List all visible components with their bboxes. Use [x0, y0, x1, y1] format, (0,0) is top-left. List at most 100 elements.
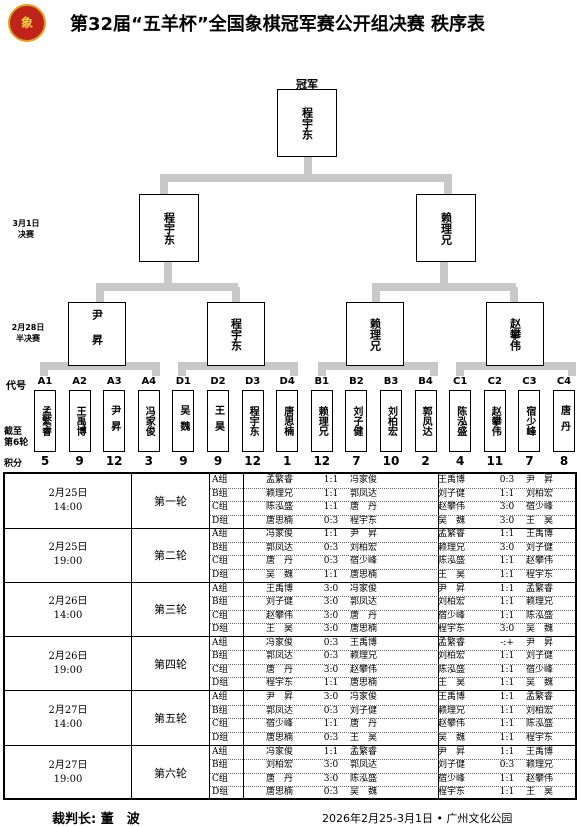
referee: 裁判长: 董 波 — [52, 812, 140, 827]
group-label: A组 — [212, 475, 228, 485]
player-right: 唐 丹 — [350, 610, 378, 621]
player-name-box: 程宇东 — [241, 390, 264, 452]
bracket-connector — [318, 366, 326, 376]
player-left: 刘柏宏 — [438, 597, 466, 608]
row-divider — [210, 650, 575, 652]
match-result: 1:1 — [499, 787, 515, 797]
player-name-box: 宿少峰 — [518, 390, 541, 452]
player-name-box: 陈泓盛 — [449, 390, 472, 452]
player-left: 赖理兄 — [438, 542, 466, 553]
bracket-connector — [430, 366, 438, 376]
match-result: 1:1 — [323, 502, 339, 512]
player-left: 刘子健 — [438, 760, 466, 770]
match-result: 1:1 — [499, 719, 515, 730]
player-code: D2 — [210, 376, 226, 387]
player-right: 郭凤达 — [350, 488, 378, 499]
player-right: 刘子健 — [350, 705, 378, 716]
row-divider — [210, 596, 575, 598]
match-result: 3:0 — [323, 760, 339, 770]
player-right: 唐思楠 — [350, 569, 378, 580]
bracket-connector — [40, 366, 48, 376]
round-name: 第五轮 — [132, 691, 210, 745]
row-divider — [210, 555, 575, 557]
player-left: 宿少峰 — [438, 610, 466, 621]
player-right: 冯家俊 — [350, 475, 378, 485]
player-left: 程宇东 — [438, 787, 466, 797]
bracket-connector — [568, 366, 576, 376]
player-code: A2 — [72, 376, 87, 387]
player-score: 2 — [421, 454, 430, 468]
match-result: 1:1 — [323, 719, 339, 730]
player-name-box: 唐思楠 — [276, 390, 299, 452]
player-right: 王禹博 — [350, 637, 378, 648]
bracket-connector — [160, 174, 452, 182]
player-right: 赖理兄 — [526, 597, 554, 608]
bracket-connector — [160, 180, 168, 196]
column-divider — [438, 691, 439, 745]
semifinalist-box: 程宇东 — [207, 302, 265, 366]
player-left: 吴 魏 — [438, 515, 466, 526]
match-result: 3:0 — [323, 610, 339, 621]
match-result: 1:1 — [323, 475, 339, 485]
player-name: 王昊 — [212, 405, 224, 437]
group-label: A组 — [212, 583, 228, 594]
round-name: 第四轮 — [132, 636, 210, 691]
player-left: 孟繁睿 — [266, 475, 294, 485]
round-time: 14:00 — [53, 501, 83, 513]
player-code: C4 — [556, 376, 572, 387]
match-result: 1:1 — [499, 746, 515, 757]
player-code: C3 — [522, 376, 537, 387]
player-left: 赵攀伟 — [438, 502, 466, 512]
semifinalist-name: 尹昇 — [90, 309, 104, 359]
match-result: 1:1 — [499, 583, 515, 594]
row-divider — [210, 609, 575, 611]
column-divider — [243, 528, 244, 582]
player-right: 赖理兄 — [350, 651, 378, 662]
bracket-connector — [304, 154, 312, 176]
player-left: 陈泓盛 — [266, 502, 294, 512]
match-result: 3:0 — [499, 515, 515, 526]
group-label: D组 — [212, 732, 229, 743]
match-result: 0:3 — [323, 637, 339, 648]
finalist-box: 程宇东 — [139, 194, 199, 262]
player-right: 唐思楠 — [350, 678, 378, 689]
player-name: 刘柏宏 — [385, 406, 397, 436]
player-score: 8 — [559, 454, 569, 468]
player-right: 郭凤达 — [350, 760, 378, 770]
match-result: 1:1 — [499, 556, 515, 567]
player-score: 10 — [382, 454, 400, 468]
player-left: 唐思楠 — [266, 732, 294, 743]
row-divider — [210, 772, 575, 774]
row-divider — [210, 541, 575, 543]
player-code: D1 — [175, 376, 192, 387]
match-result: 3:0 — [499, 624, 515, 635]
player-left: 赖理兄 — [266, 488, 294, 499]
group-label: B组 — [212, 760, 228, 770]
round-date: 2月27日 — [48, 704, 88, 716]
match-result: 0:3 — [323, 556, 339, 567]
match-result: 0:3 — [323, 515, 339, 526]
group-label: D组 — [212, 787, 229, 797]
match-result: 1:1 — [323, 678, 339, 689]
group-label: A组 — [212, 746, 228, 757]
player-left: 尹 昇 — [266, 692, 294, 703]
player-left: 赵攀伟 — [438, 719, 466, 730]
player-score: 4 — [456, 454, 465, 468]
player-right: 唐思楠 — [350, 624, 378, 635]
group-label: C组 — [212, 664, 228, 675]
player-right: 冯家俊 — [350, 692, 378, 703]
column-divider — [438, 474, 439, 528]
player-right: 王 昊 — [526, 787, 554, 797]
match-result: 0:3 — [499, 760, 515, 770]
player-right: 宿少峰 — [526, 502, 554, 512]
group-label: B组 — [212, 597, 228, 608]
player-right: 刘子健 — [526, 651, 554, 662]
match-result: 1:1 — [323, 488, 339, 499]
